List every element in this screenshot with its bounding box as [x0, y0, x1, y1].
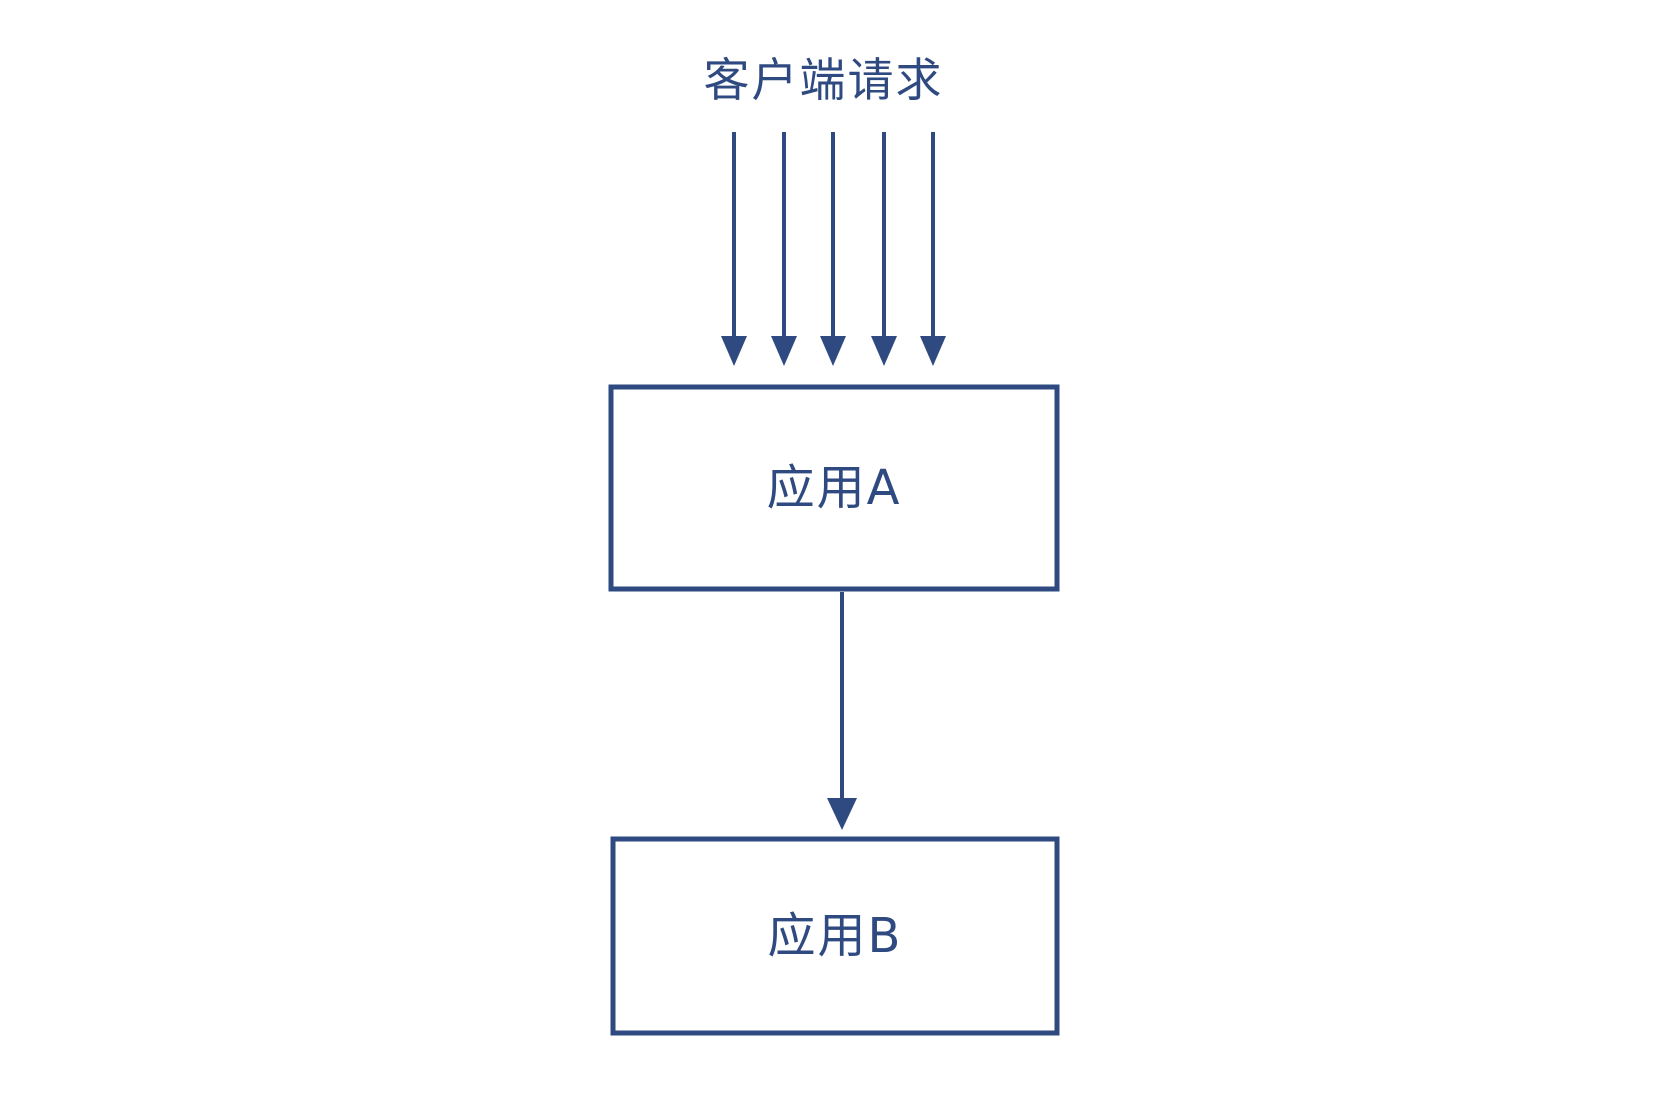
client-request-arrow-4 [871, 132, 897, 366]
client-request-arrow-5 [920, 132, 946, 366]
node-app-b-box [610, 836, 1060, 1036]
connector-arrow-a-to-b [827, 592, 857, 830]
client-request-arrow-3 [820, 132, 846, 366]
client-request-arrow-group [721, 132, 946, 366]
diagram-title: 客户端请求 [703, 53, 944, 107]
client-request-arrow-1 [721, 132, 747, 366]
node-app-b-label: 应用B [767, 908, 903, 964]
client-request-arrow-2 [771, 132, 797, 366]
node-app-a-label: 应用A [766, 460, 902, 516]
node-app-a-box [608, 384, 1060, 592]
